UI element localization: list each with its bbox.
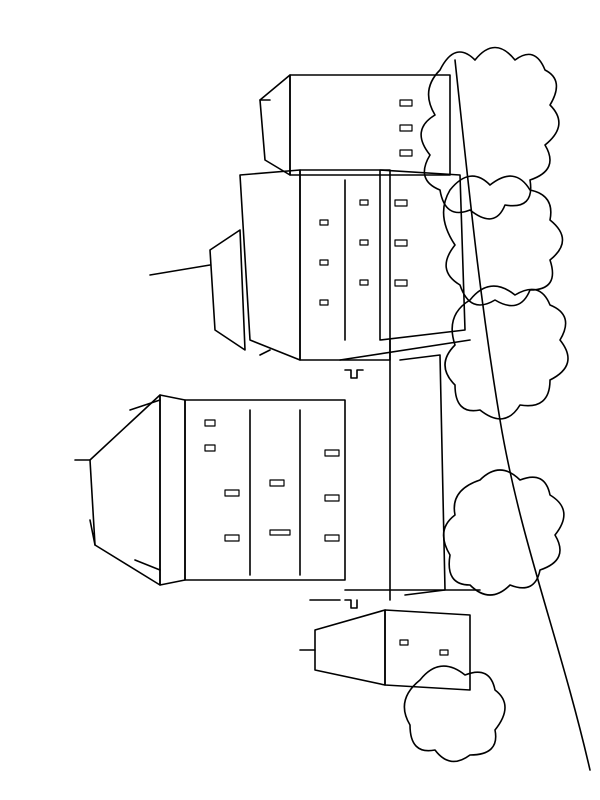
round-tower bbox=[299, 599, 471, 691]
trees bbox=[403, 46, 569, 763]
curtain-wall bbox=[339, 339, 481, 609]
rear-windows bbox=[319, 99, 413, 306]
ground-line bbox=[454, 59, 591, 771]
keep-windows bbox=[204, 419, 340, 542]
main-keep bbox=[74, 394, 346, 586]
rear-wing bbox=[149, 74, 466, 361]
